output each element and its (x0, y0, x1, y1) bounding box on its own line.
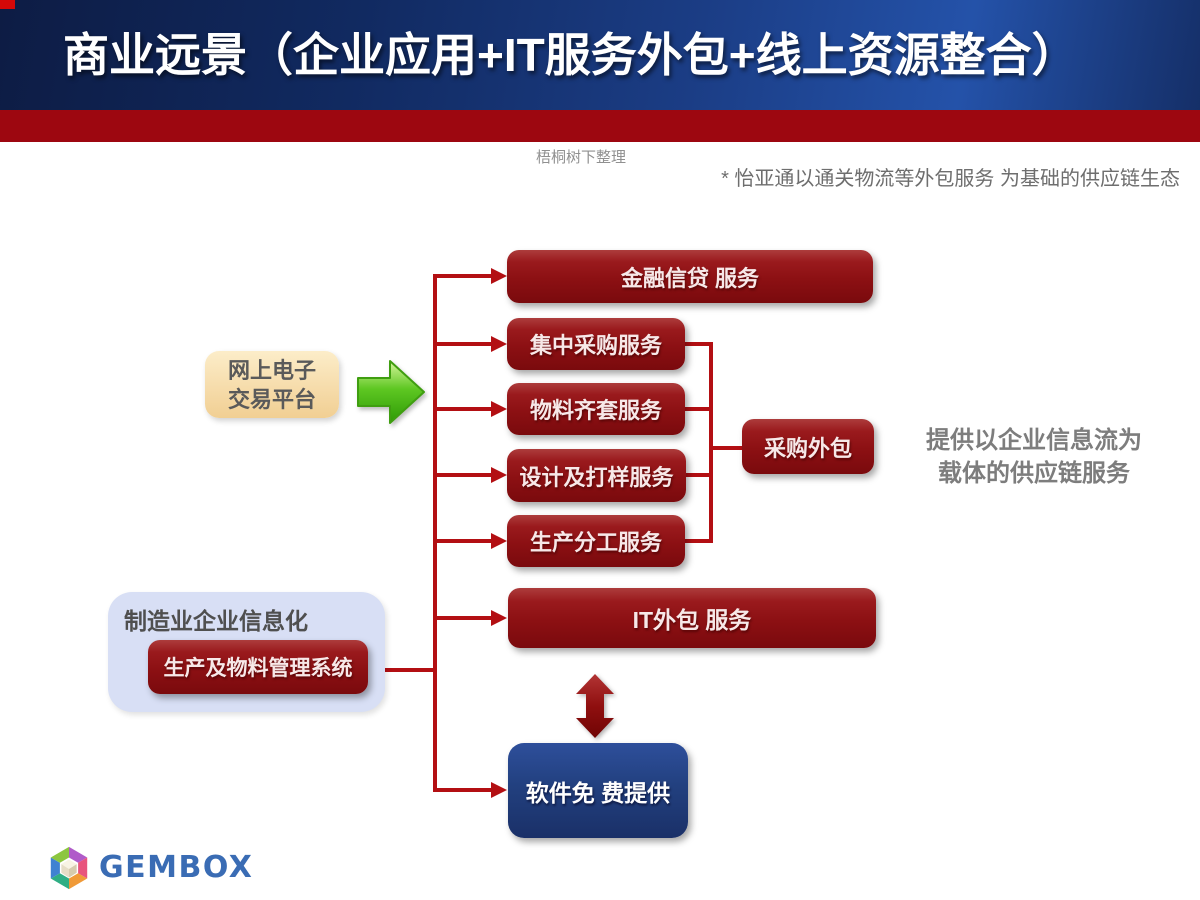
it-outsourcing-label: IT外包 服务 (632, 607, 752, 633)
mfg-connector-line (366, 668, 433, 672)
manufacturing-group-title: 制造业企业信息化 (124, 608, 308, 634)
bracket-connector-line (709, 446, 742, 450)
service-label-design: 设计及打样服务 (519, 464, 674, 490)
service-label-production: 生产分工服务 (529, 530, 662, 555)
header-red-strip (0, 110, 1200, 142)
purchase-outsourcing-box: 采购外包 (742, 419, 874, 474)
service-box-design: 设计及打样服务 (507, 449, 686, 502)
it-outsourcing-box: IT外包 服务 (508, 588, 876, 648)
arrow-icon-finance (491, 268, 507, 284)
main-vertical-line (433, 274, 437, 792)
arrow-icon-it (491, 610, 507, 626)
branch-line-it (433, 616, 493, 620)
arrow-icon-production (491, 533, 507, 549)
arrow-icon-software (491, 782, 507, 798)
free-software-box: 软件免 费提供 (508, 743, 688, 838)
service-box-materials: 物料齐套服务 (507, 383, 685, 435)
gembox-cube-icon (50, 846, 88, 890)
arrow-icon-purchasing (491, 336, 507, 352)
online-platform-box: 网上电子 交易平台 (205, 351, 339, 418)
branch-line-design (433, 473, 493, 477)
service-label-materials: 物料齐套服务 (529, 398, 662, 423)
footnote-text: * 怡亚通以通关物流等外包服务 为基础的供应链生态 (721, 168, 1180, 190)
service-box-production: 生产分工服务 (507, 515, 685, 567)
branch-line-software (433, 788, 493, 792)
branch-line-production (433, 539, 493, 543)
platform-label-line1: 网上电子 (227, 357, 316, 383)
arrow-icon-materials (491, 401, 507, 417)
supply-chain-caption-line2: 载体的供应链服务 (938, 460, 1130, 487)
free-software-label: 软件免 费提供 (525, 779, 671, 806)
service-label-finance: 金融信贷 服务 (620, 265, 760, 291)
manufacturing-group: 制造业企业信息化 生产及物料管理系统 (108, 592, 385, 712)
branch-line-purchasing (433, 342, 493, 346)
purchase-outsourcing-label: 采购外包 (763, 435, 852, 461)
supply-chain-caption-line1: 提供以企业信息流为 (926, 427, 1142, 454)
service-box-purchasing: 集中采购服务 (507, 318, 685, 370)
production-material-system-label: 生产及物料管理系统 (163, 657, 353, 680)
branch-line-finance (433, 274, 493, 278)
bracket-stub-4 (685, 539, 713, 543)
supply-chain-caption: 提供以企业信息流为 载体的供应链服务 (898, 424, 1170, 490)
bracket-stub-2 (685, 407, 713, 411)
watermark-text: 梧桐树下整理 (536, 148, 627, 166)
bracket-stub-3 (685, 473, 713, 477)
branch-line-materials (433, 407, 493, 411)
double-arrow-icon (576, 674, 614, 738)
gembox-logo-text: GEMBOX (99, 850, 254, 885)
service-label-purchasing: 集中采购服务 (529, 333, 662, 358)
page-title: 商业远景（企业应用+IT服务外包+线上资源整合） (63, 29, 1078, 81)
header-band (0, 0, 1200, 110)
production-material-system-box: 生产及物料管理系统 (148, 640, 368, 694)
bracket-vertical-line (709, 342, 713, 543)
arrow-icon-design (491, 467, 507, 483)
corner-accent (0, 0, 15, 9)
gembox-logo: GEMBOX (46, 842, 286, 894)
service-box-finance: 金融信贷 服务 (507, 250, 873, 303)
platform-label-line2: 交易平台 (227, 386, 316, 412)
green-arrow-icon (357, 360, 425, 424)
bracket-stub-1 (685, 342, 713, 346)
